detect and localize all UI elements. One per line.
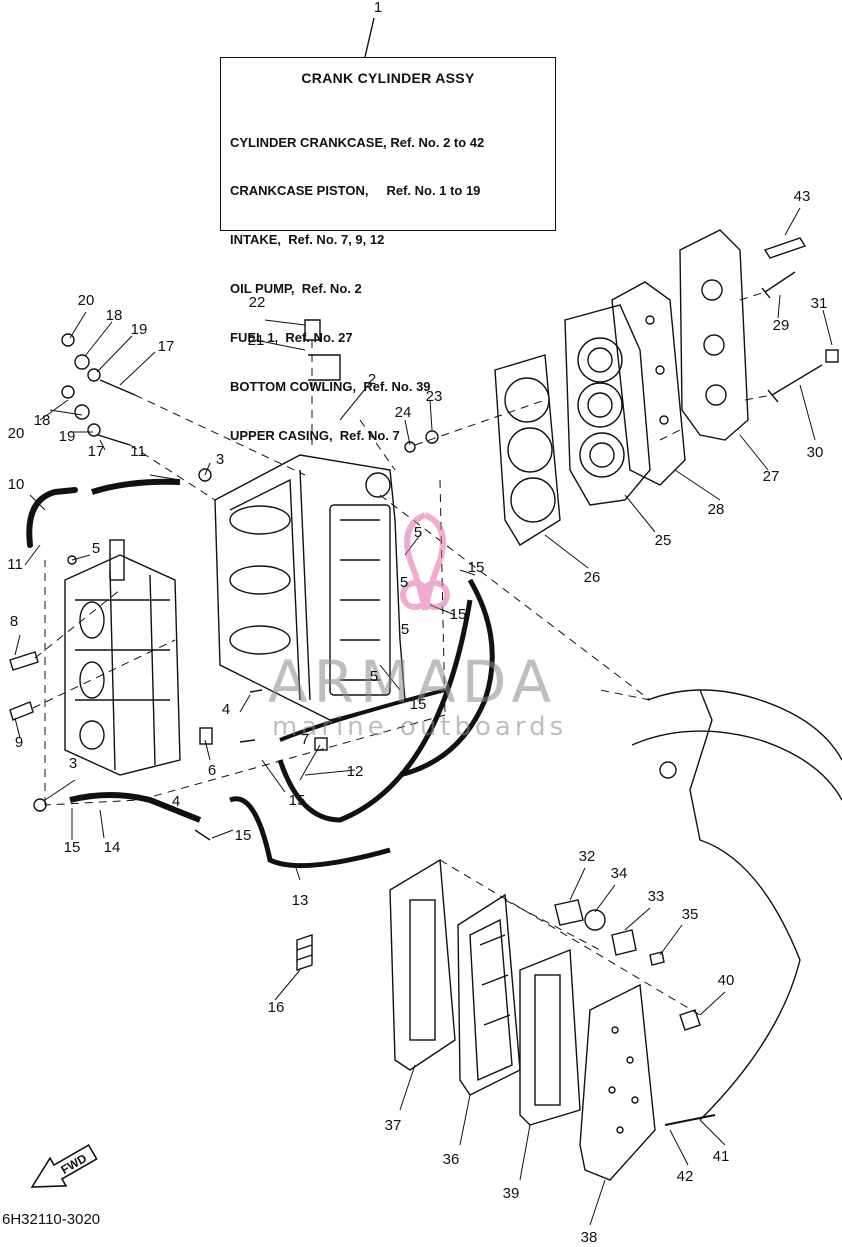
callout-label[interactable]: 7 bbox=[300, 731, 310, 748]
head-gasket bbox=[494, 354, 561, 546]
ref-line: BOTTOM COWLING, Ref. No. 39 bbox=[230, 379, 431, 395]
callout-label[interactable]: 5 bbox=[399, 574, 409, 591]
watermark-brand: ARMADA bbox=[268, 648, 558, 716]
callout-label[interactable]: 42 bbox=[676, 1168, 694, 1185]
assembly-title: CRANK CYLINDER ASSY bbox=[301, 70, 475, 86]
callout-label[interactable]: 43 bbox=[793, 188, 811, 205]
fuel-fittings bbox=[554, 899, 701, 1031]
cover-gasket bbox=[611, 281, 686, 486]
callout-label[interactable]: 16 bbox=[267, 999, 285, 1016]
callout-label[interactable]: 4 bbox=[171, 793, 181, 810]
intake-gasket bbox=[389, 858, 456, 1071]
callout-label[interactable]: 15 bbox=[409, 696, 427, 713]
callout-label[interactable]: 4 bbox=[221, 701, 231, 718]
callout-label[interactable]: 31 bbox=[810, 295, 828, 312]
callout-label[interactable]: 38 bbox=[580, 1229, 598, 1246]
callout-label[interactable]: 36 bbox=[442, 1151, 460, 1168]
fwd-arrow-icon: FWD bbox=[30, 1143, 98, 1188]
callout-label[interactable]: 15 bbox=[234, 827, 252, 844]
callout-label[interactable]: 15 bbox=[288, 792, 306, 809]
callout-label[interactable]: 23 bbox=[425, 388, 443, 405]
callout-label[interactable]: 6 bbox=[207, 762, 217, 779]
callout-label[interactable]: 29 bbox=[772, 317, 790, 334]
callout-label[interactable]: 13 bbox=[291, 892, 309, 909]
callout-label[interactable]: 34 bbox=[610, 865, 628, 882]
assembly-lines bbox=[32, 291, 773, 1016]
callout-label[interactable]: 39 bbox=[502, 1185, 520, 1202]
cylinder-block-left bbox=[64, 539, 181, 776]
callout-label[interactable]: 17 bbox=[157, 338, 175, 355]
callout-label[interactable]: 11 bbox=[7, 556, 23, 573]
callout-label[interactable]: 1 bbox=[373, 0, 383, 16]
callout-label[interactable]: 37 bbox=[384, 1117, 402, 1134]
ref-line: UPPER CASING, Ref. No. 7 bbox=[230, 427, 400, 443]
callout-label[interactable]: 14 bbox=[103, 839, 121, 856]
callout-label[interactable]: 27 bbox=[762, 468, 780, 485]
callout-label[interactable]: 40 bbox=[717, 972, 735, 989]
cylinder-head bbox=[564, 304, 651, 506]
callout-label[interactable]: 25 bbox=[654, 532, 672, 549]
callout-label[interactable]: 9 bbox=[14, 734, 24, 751]
callout-label[interactable]: 15 bbox=[467, 559, 485, 576]
reed-valve bbox=[457, 893, 521, 1096]
callout-label[interactable]: 17 bbox=[87, 443, 105, 460]
watermark-tagline: marine outboards bbox=[272, 712, 568, 742]
callout-label[interactable]: 11 bbox=[130, 443, 146, 460]
intake-cover-gasket bbox=[519, 948, 581, 1126]
callout-label[interactable]: 8 bbox=[9, 613, 19, 630]
callout-label[interactable]: 30 bbox=[806, 444, 824, 461]
intake-cover bbox=[579, 983, 656, 1181]
callout-label[interactable]: 3 bbox=[215, 451, 225, 468]
callout-label[interactable]: 24 bbox=[394, 404, 412, 421]
callout-label[interactable]: 26 bbox=[583, 569, 601, 586]
diagram-code: 6H32110-3020 bbox=[2, 1211, 101, 1228]
callout-label[interactable]: 35 bbox=[681, 906, 699, 923]
assembly-info-box: CRANK CYLINDER ASSY CYLINDER CRANKCASE, … bbox=[220, 57, 556, 443]
callout-label[interactable]: 32 bbox=[578, 848, 596, 865]
head-cover bbox=[679, 229, 749, 441]
callout-label[interactable]: 33 bbox=[647, 888, 665, 905]
clip-part bbox=[296, 934, 313, 971]
callout-label[interactable]: 20 bbox=[7, 425, 25, 442]
crankcase-part bbox=[214, 454, 406, 721]
callout-label[interactable]: 3 bbox=[68, 755, 78, 772]
ref-line: FUEL 1, Ref. No. 27 bbox=[230, 330, 353, 346]
callout-label[interactable]: 15 bbox=[449, 606, 467, 623]
callout-label[interactable]: 5 bbox=[91, 540, 101, 557]
callout-label[interactable]: 22 bbox=[248, 294, 266, 311]
ref-line: OIL PUMP, Ref. No. 2 bbox=[230, 281, 362, 297]
ref-line: INTAKE, Ref. No. 7, 9, 12 bbox=[230, 232, 385, 248]
callout-label[interactable]: 10 bbox=[7, 476, 25, 493]
callout-label[interactable]: 2 bbox=[367, 371, 377, 388]
callout-label[interactable]: 41 bbox=[712, 1148, 730, 1165]
callout-leaders bbox=[14, 207, 833, 1226]
ref-line: CYLINDER CRANKCASE, Ref. No. 2 to 42 bbox=[230, 134, 485, 150]
callout-label[interactable]: 20 bbox=[77, 292, 95, 309]
watermark-logo bbox=[400, 512, 450, 611]
callout-label[interactable]: 15 bbox=[63, 839, 81, 856]
assembly-refs: CYLINDER CRANKCASE, Ref. No. 2 to 42 CRA… bbox=[230, 102, 484, 477]
leader-line bbox=[364, 17, 375, 58]
ref-line: CRANKCASE PISTON, Ref. No. 1 to 19 bbox=[230, 183, 481, 199]
callout-label[interactable]: 21 bbox=[247, 332, 265, 349]
callout-label[interactable]: 5 bbox=[369, 668, 379, 685]
callout-label[interactable]: 19 bbox=[130, 321, 148, 338]
callout-label[interactable]: 19 bbox=[58, 428, 76, 445]
callout-label[interactable]: 5 bbox=[413, 524, 423, 541]
callout-label[interactable]: 18 bbox=[33, 412, 51, 429]
callout-label[interactable]: 12 bbox=[346, 763, 364, 780]
callout-label[interactable]: 18 bbox=[105, 307, 123, 324]
callout-label[interactable]: 5 bbox=[400, 621, 410, 638]
hoses bbox=[26, 478, 495, 869]
bottom-cowling bbox=[631, 689, 842, 1126]
callout-label[interactable]: 28 bbox=[707, 501, 725, 518]
